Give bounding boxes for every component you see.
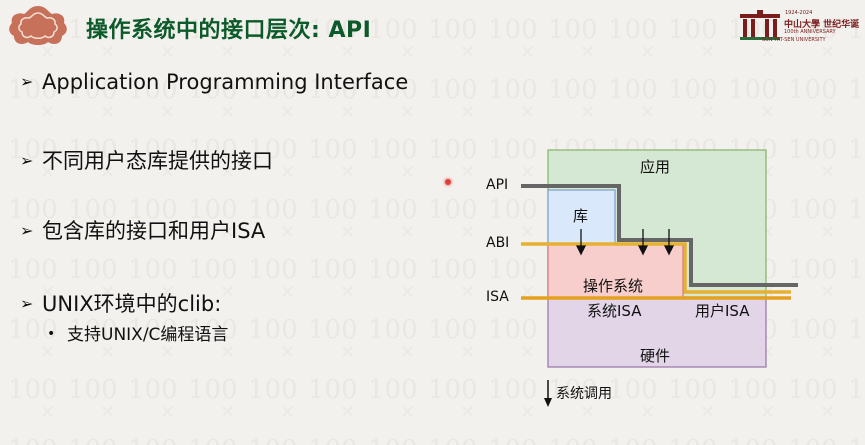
arrow-right-icon: ➢ [20,151,34,170]
arrow-right-icon: ➢ [20,294,34,313]
laser-pointer-dot [445,179,451,185]
bullet-text: 包含库的接口和用户ISA [42,219,266,243]
bullet-item: ➢ Application Programming Interface [20,70,408,94]
arrow-down-icon [575,245,587,256]
univ-years: 1924-2024 [785,10,813,16]
legend-label: 系统调用 [556,386,612,402]
page-title: 操作系统中的接口层次: API [86,18,372,43]
bullet-item: ➢ 包含库的接口和用户ISA [20,215,265,245]
dot-icon: • [47,326,56,342]
lib-label: 库 [573,207,589,225]
sub-bullet-item: • 支持UNIX/C编程语言 [47,320,228,345]
bullet-item: ➢ UNIX环境中的clib: [20,288,221,318]
sub-bullet-text: 支持UNIX/C编程语言 [67,325,229,345]
hardware-label: 硬件 [640,347,671,365]
bullet-text: Application Programming Interface [42,70,409,94]
arrow-down-icon [637,245,649,256]
flower-logo-icon [9,6,67,45]
os-label: 操作系统 [583,277,644,295]
api-label: API [486,177,509,193]
bullet-item: ➢ 不同用户态库提供的接口 [20,145,273,175]
slide-header: 操作系统中的接口层次: API 1924-2024 中山大學 世纪华诞 100t… [0,0,865,50]
api-line [521,184,798,287]
sys-isa-label: 系统ISA [587,302,642,320]
app-label: 应用 [640,158,671,176]
arrow-down-icon [663,245,675,256]
abi-line [521,242,791,294]
univ-name: 中山大學 世纪华诞 [784,20,860,30]
univ-name-en: SUN YAT-SEN UNIVERSITY [762,37,826,43]
arrow-right-icon: ➢ [20,221,34,240]
univ-anniversary: 100th ANNIVERSARY [784,29,836,35]
arrow-right-icon: ➢ [20,72,34,91]
university-logo-icon [740,10,780,40]
user-isa-label: 用户ISA [695,302,750,320]
isa-label: ISA [486,289,509,305]
legend-arrow-down-icon [544,398,552,407]
bullet-text: 不同用户态库提供的接口 [42,149,273,173]
bullet-text: UNIX环境中的clib: [42,292,222,316]
hardware-region [547,296,767,368]
abi-label: ABI [486,235,510,251]
